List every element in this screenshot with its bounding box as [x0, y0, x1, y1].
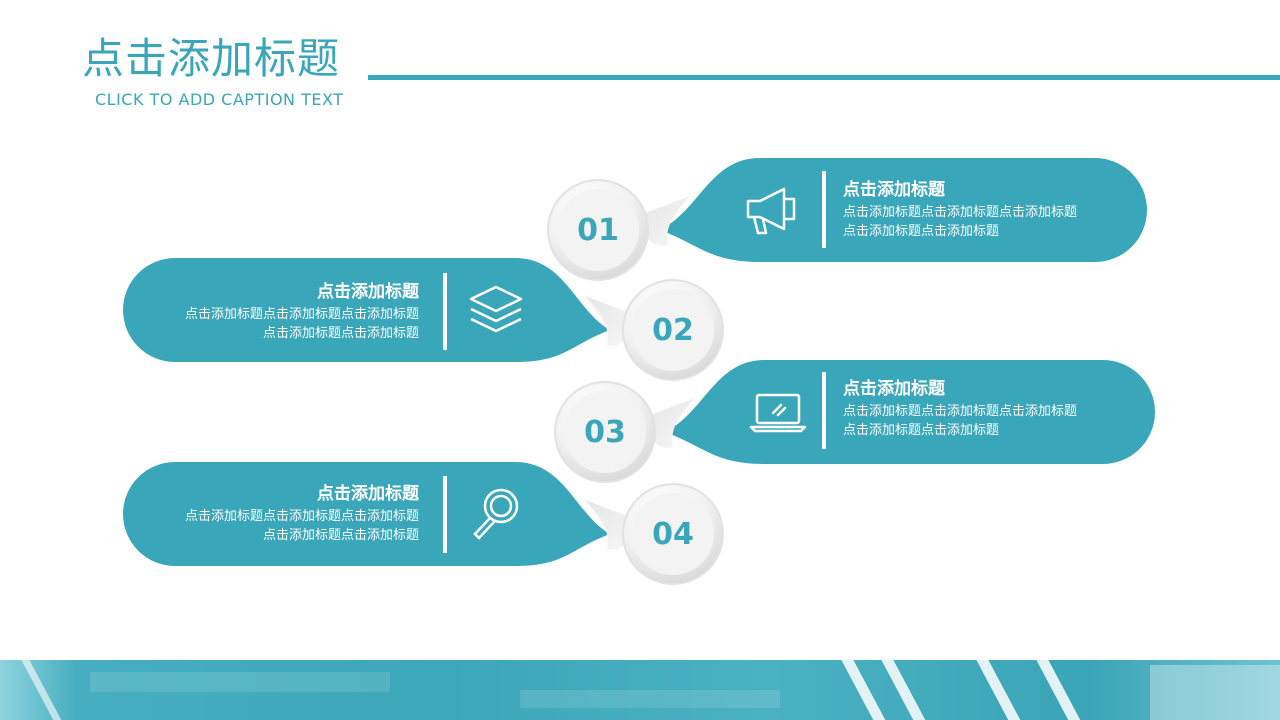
step-title-03: 点击添加标题: [843, 379, 945, 399]
step-number-01: 01: [577, 213, 619, 248]
step-text-03: 点击添加标题 点击添加标题点击添加标题点击添加标题点击添加标题点击添加标题: [843, 376, 1083, 440]
card-divider-02: [443, 273, 447, 350]
card-divider-03: [822, 372, 826, 449]
laptop-icon: [745, 379, 811, 445]
step-number-02: 02: [652, 313, 694, 348]
title-divider-line: [368, 75, 1280, 80]
step-card-03: [554, 360, 1155, 483]
band-texture: [90, 672, 390, 692]
step-body-03: 点击添加标题点击添加标题点击添加标题点击添加标题点击添加标题: [843, 404, 1078, 438]
card-divider-01: [822, 171, 826, 248]
step-body-04: 点击添加标题点击添加标题点击添加标题点击添加标题点击添加标题: [184, 509, 419, 543]
band-texture: [520, 690, 780, 708]
step-body-01: 点击添加标题点击添加标题点击添加标题点击添加标题点击添加标题: [843, 205, 1078, 239]
page-subtitle: CLICK TO ADD CAPTION TEXT: [95, 90, 344, 109]
band-stripe: [971, 660, 1031, 720]
card-divider-04: [443, 476, 447, 553]
layers-icon: [463, 279, 529, 345]
step-card-01: [547, 158, 1147, 281]
step-card-02: [123, 258, 724, 381]
step-number-04: 04: [652, 517, 694, 552]
step-card-04: [123, 462, 724, 585]
search-icon: [463, 482, 529, 548]
step-text-02: 点击添加标题 点击添加标题点击添加标题点击添加标题点击添加标题点击添加标题: [179, 279, 419, 343]
step-body-02: 点击添加标题点击添加标题点击添加标题点击添加标题点击添加标题: [184, 307, 419, 341]
band-stripe: [876, 660, 936, 720]
step-number-03: 03: [584, 415, 626, 450]
step-title-01: 点击添加标题: [843, 180, 945, 200]
megaphone-icon: [740, 177, 806, 243]
step-title-04: 点击添加标题: [317, 484, 419, 504]
band-texture: [1150, 665, 1280, 720]
band-stripe: [16, 660, 72, 720]
step-title-02: 点击添加标题: [317, 282, 419, 302]
page-title: 点击添加标题: [82, 34, 341, 83]
bottom-decorative-band: [0, 660, 1280, 720]
step-text-04: 点击添加标题 点击添加标题点击添加标题点击添加标题点击添加标题点击添加标题: [179, 481, 419, 545]
band-stripe: [1031, 660, 1091, 720]
step-text-01: 点击添加标题 点击添加标题点击添加标题点击添加标题点击添加标题点击添加标题: [843, 177, 1083, 241]
